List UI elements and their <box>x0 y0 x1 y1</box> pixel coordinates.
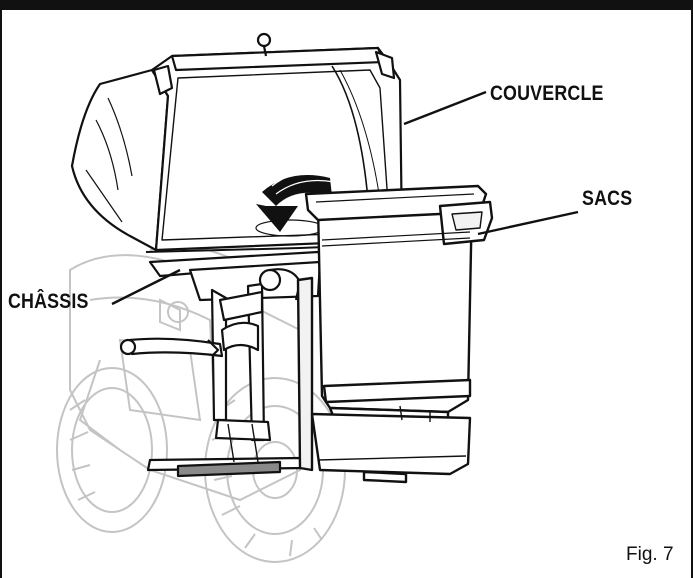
label-bags: SACS <box>582 187 633 210</box>
label-frame: CHÂSSIS <box>8 290 89 313</box>
label-lid: COUVERCLE <box>490 82 604 105</box>
chassis-frame <box>119 250 332 478</box>
leader-lines <box>111 90 579 306</box>
bag-container <box>296 184 494 484</box>
rotation-arrow-icon <box>256 169 335 232</box>
figure-caption: Fig. 7 <box>626 544 674 565</box>
